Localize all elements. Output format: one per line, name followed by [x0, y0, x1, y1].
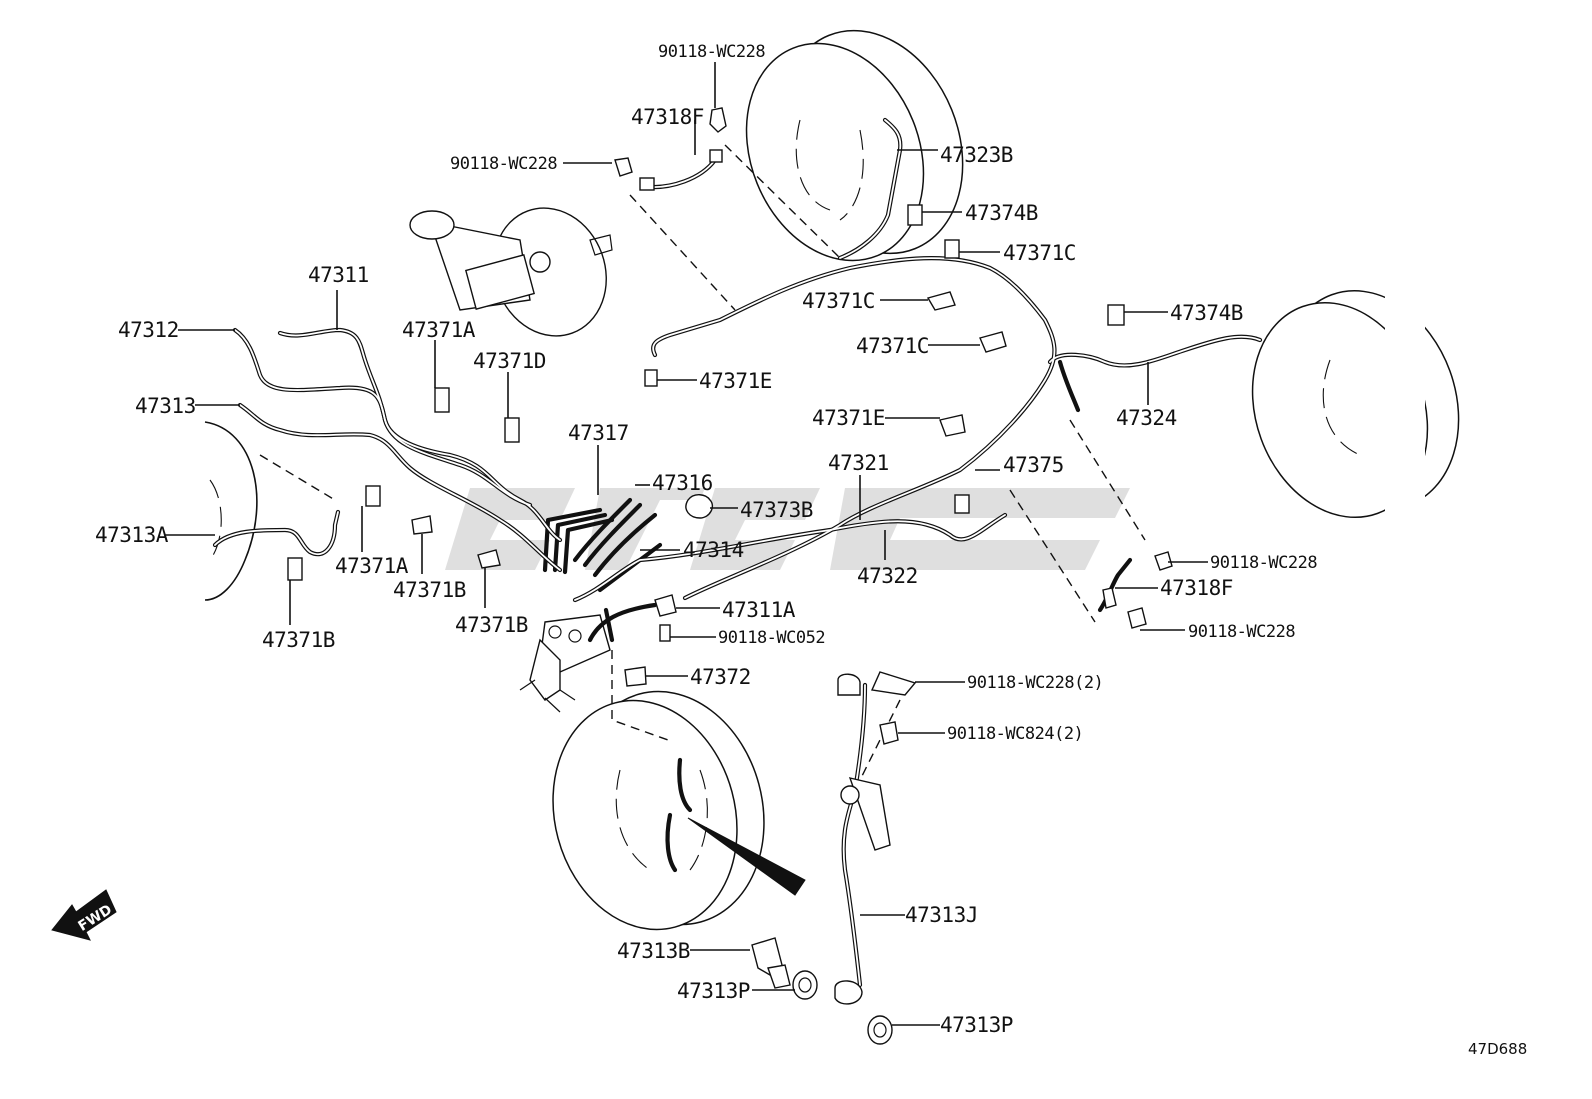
rear-left-tire	[1251, 280, 1460, 540]
label-leaders	[165, 62, 1208, 1026]
label-47316[interactable]: 47316	[652, 471, 713, 495]
front-right-tire	[552, 690, 765, 931]
label-47311[interactable]: 47311	[308, 263, 369, 287]
label-47374b[interactable]: 47374B	[1170, 301, 1243, 325]
label-47374b[interactable]: 47374B	[965, 201, 1038, 225]
label-47371c[interactable]: 47371C	[802, 289, 875, 313]
rear-right-tire	[745, 29, 964, 262]
label-47371b[interactable]: 47371B	[262, 628, 335, 652]
brake-tubes	[212, 117, 1263, 988]
label-47313j[interactable]: 47313J	[905, 903, 978, 927]
label-47375[interactable]: 47375	[1003, 453, 1064, 477]
label-47318f[interactable]: 47318F	[631, 105, 704, 129]
label-47371a[interactable]: 47371A	[402, 318, 476, 342]
label-47371d[interactable]: 47371D	[473, 349, 546, 373]
label-47371b[interactable]: 47371B	[455, 613, 528, 637]
label-90118-wc228-2[interactable]: 90118-WC228(2)	[967, 673, 1104, 693]
diagram-code: 47D688	[1468, 1040, 1527, 1058]
label-47313p[interactable]: 47313P	[940, 1013, 1013, 1037]
brake-master-cylinder-booster	[409, 207, 613, 337]
label-47317[interactable]: 47317	[568, 421, 629, 445]
label-47313b[interactable]: 47313B	[617, 939, 690, 963]
abs-actuator	[519, 614, 611, 713]
label-47313[interactable]: 47313	[135, 394, 196, 418]
label-47371e[interactable]: 47371E	[812, 406, 885, 430]
part-labels: 90118-WC228 47318F 90118-WC228 47323B 47…	[95, 42, 1318, 1037]
label-47313a[interactable]: 47313A	[95, 523, 169, 547]
label-90118-wc228[interactable]: 90118-WC228	[1210, 553, 1318, 573]
label-47373b[interactable]: 47373B	[740, 498, 813, 522]
label-47324[interactable]: 47324	[1116, 406, 1177, 430]
label-47371a[interactable]: 47371A	[335, 554, 409, 578]
label-90118-wc228[interactable]: 90118-WC228	[658, 42, 766, 62]
label-47313p[interactable]: 47313P	[677, 979, 750, 1003]
label-90118-wc052[interactable]: 90118-WC052	[718, 628, 826, 648]
label-47371e[interactable]: 47371E	[699, 369, 772, 393]
label-90118-wc824-2[interactable]: 90118-WC824(2)	[947, 724, 1084, 744]
clips-and-clamps	[287, 107, 1173, 1045]
label-90118-wc228[interactable]: 90118-WC228	[450, 154, 558, 174]
label-47311a[interactable]: 47311A	[722, 598, 796, 622]
label-47371b[interactable]: 47371B	[393, 578, 466, 602]
label-47322[interactable]: 47322	[857, 564, 918, 588]
label-47321[interactable]: 47321	[828, 451, 889, 475]
label-47371c[interactable]: 47371C	[1003, 241, 1076, 265]
label-47312[interactable]: 47312	[118, 318, 179, 342]
label-90118-wc228[interactable]: 90118-WC228	[1188, 622, 1296, 642]
label-47372[interactable]: 47372	[690, 665, 751, 689]
label-47371c[interactable]: 47371C	[856, 334, 929, 358]
label-47323b[interactable]: 47323B	[940, 143, 1013, 167]
front-left-tire-partial	[204, 421, 258, 601]
label-47318f[interactable]: 47318F	[1160, 576, 1233, 600]
label-47314[interactable]: 47314	[683, 538, 744, 562]
forward-direction-arrow-icon: FWD	[51, 889, 117, 941]
dashed-leader-lines	[259, 144, 1146, 781]
